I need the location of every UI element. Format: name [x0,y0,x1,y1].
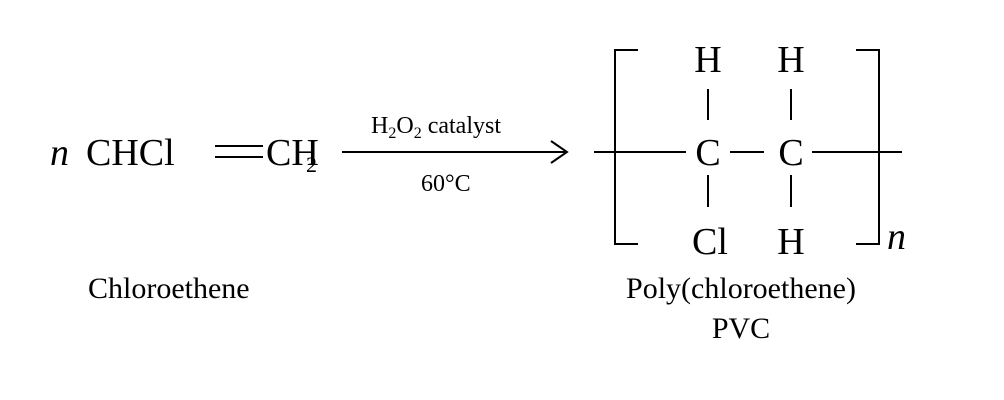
right-bracket [856,49,880,245]
atom-c-right: C [778,132,803,174]
atom-h-top-left: H [694,39,721,81]
reaction-arrow [342,140,569,164]
atom-h-top-right: H [777,39,804,81]
polymer-abbreviation: PVC [712,312,770,345]
left-bracket [614,49,638,245]
polymer-name: Poly(chloroethene) [626,272,856,305]
reactant-formula-chcl: CHCl [86,132,175,174]
reactant-coefficient: n [50,132,69,174]
reactant-formula-ch: CH [266,132,319,174]
polymer-structure: H H C C Cl H n [594,39,906,263]
conditions-below: 60°C [421,171,471,197]
arrow-head [550,140,569,164]
atom-c-left: C [695,132,720,174]
reactant-formula: n CHCl CH 2 [50,132,319,177]
conditions-above: H2O2 catalyst [371,113,501,142]
reactant-name: Chloroethene [88,272,250,305]
reactant-formula-subscript: 2 [306,152,317,177]
atom-h-bottom-right: H [777,221,804,263]
atom-cl-bottom-left: Cl [692,221,728,263]
repeat-subscript: n [887,216,906,258]
